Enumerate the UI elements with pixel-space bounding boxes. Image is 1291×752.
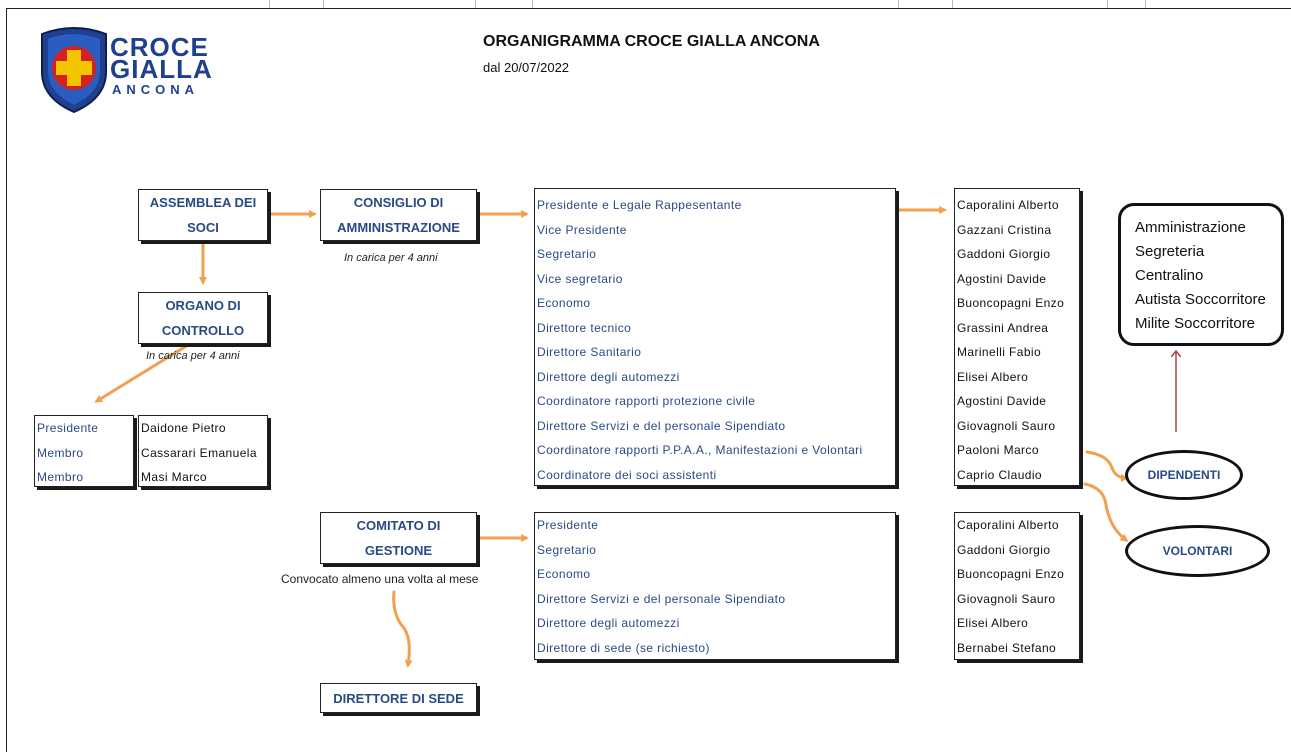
grid-tick (475, 0, 476, 8)
node-assemblea-line1: ASSEMBLEA DEI (149, 195, 257, 210)
consiglio-member-row: Grassini Andrea (957, 320, 1049, 335)
comitato-member-row: Bernabei Stefano (957, 640, 1057, 655)
consiglio-role-row: Economo (537, 296, 591, 310)
croce-gialla-logo: CROCE GIALLA ANCONA (34, 24, 224, 114)
grid-tick (1107, 0, 1108, 8)
staff-area-item: Segreteria (1135, 243, 1205, 260)
staff-area-item: Amministrazione (1135, 219, 1246, 236)
page-subtitle: dal 20/07/2022 (483, 60, 570, 75)
shield-cross-icon (41, 27, 107, 114)
comitato-member-row: Gaddoni Giorgio (957, 542, 1051, 557)
consiglio-role-row: Direttore Sanitario (537, 345, 642, 359)
node-assemblea-line2: SOCI (187, 220, 219, 235)
grid-tick (532, 0, 533, 8)
comitato-role-row: Presidente (537, 518, 599, 532)
grid-tick (952, 0, 953, 8)
comitato-member-row: Elisei Albero (957, 616, 1029, 630)
consiglio-member-row: Buoncopagni Enzo (957, 296, 1065, 310)
consiglio-role-row: Coordinatore dei soci assistenti (537, 467, 717, 482)
group-dipendenti-label: DIPENDENTI (1147, 468, 1221, 482)
logo-text-gialla: GIALLA (110, 54, 213, 84)
comitato-member-row: Caporalini Alberto (957, 518, 1059, 532)
consiglio-member-row: Agostini Davide (957, 271, 1047, 286)
consiglio-role-row: Coordinatore rapporti protezione civile (537, 394, 756, 408)
consiglio-role-row: Segretario (537, 247, 597, 261)
comitato-role-row: Segretario (537, 542, 597, 557)
consiglio-member-row: Elisei Albero (957, 369, 1029, 384)
comitato-member-row: Buoncopagni Enzo (957, 567, 1065, 581)
consiglio-member-row: Marinelli Fabio (957, 345, 1042, 359)
node-consiglio-line1: CONSIGLIO DI (353, 195, 444, 210)
consiglio-member-row: Giovagnoli Sauro (957, 418, 1056, 433)
consiglio-member-row: Caprio Claudio (957, 467, 1042, 482)
node-direttore-di-sede[interactable]: DIRETTORE DI SEDE (320, 683, 477, 713)
consiglio-role-row: Direttore Servizi e del personale Sipend… (537, 418, 786, 433)
logo-text-croce: CROCE (110, 32, 209, 62)
node-organo-line2: CONTROLLO (161, 323, 245, 338)
staff-area-item: Milite Soccorritore (1135, 315, 1256, 332)
node-organo-line1: ORGANO DI (165, 298, 241, 313)
logo-text-ancona: ANCONA (112, 82, 200, 97)
node-organo-di-controllo[interactable]: ORGANO DI CONTROLLO (138, 292, 268, 344)
organo-member-row: Cassarari Emanuela (141, 445, 257, 460)
node-comitato-line2: GESTIONE (364, 543, 433, 558)
consiglio-role-row: Direttore degli automezzi (537, 369, 680, 384)
group-volontari[interactable]: VOLONTARI (1125, 525, 1270, 577)
consiglio-member-row: Gazzani Cristina (957, 222, 1052, 237)
comitato-role-row: Economo (537, 567, 591, 581)
consiglio-member-row: Gaddoni Giorgio (957, 247, 1051, 261)
grid-tick (323, 0, 324, 8)
grid-tick (269, 0, 270, 8)
staff-area-item: Centralino (1135, 267, 1204, 284)
consiglio-role-row: Vice segretario (537, 271, 623, 286)
consiglio-term-note: In carica per 4 anni (344, 252, 438, 264)
comitato-role-row: Direttore Servizi e del personale Sipend… (537, 591, 786, 606)
consiglio-member-row: Paoloni Marco (957, 443, 1039, 457)
organo-term-note: In carica per 4 anni (146, 350, 240, 362)
node-consiglio-line2: AMMINISTRAZIONE (337, 220, 460, 235)
group-volontari-label: VOLONTARI (1162, 544, 1233, 558)
organo-role-row: Presidente (37, 421, 99, 435)
organo-role-row: Membro (37, 445, 84, 460)
node-direttore-label: DIRETTORE DI SEDE (333, 690, 464, 706)
consiglio-role-row: Presidente e Legale Rappesentante (537, 198, 742, 212)
consiglio-member-row: Agostini Davide (957, 394, 1047, 408)
node-comitato-line1: COMITATO DI (356, 518, 441, 533)
group-dipendenti[interactable]: DIPENDENTI (1125, 450, 1243, 500)
consiglio-role-row: Vice Presidente (537, 222, 627, 237)
page-title: ORGANIGRAMMA CROCE GIALLA ANCONA (483, 33, 820, 50)
staff-area-item: Autista Soccorritore (1135, 291, 1266, 308)
node-assemblea-dei-soci[interactable]: ASSEMBLEA DEI SOCI (138, 189, 268, 241)
grid-tick (898, 0, 899, 8)
organo-member-row: Masi Marco (141, 470, 208, 484)
comitato-role-row: Direttore di sede (se richiesto) (537, 640, 710, 655)
consiglio-role-row: Direttore tecnico (537, 320, 632, 335)
comitato-frequency-note: Convocato almeno una volta al mese (281, 572, 479, 586)
page-frame (6, 8, 1291, 752)
comitato-role-row: Direttore degli automezzi (537, 616, 680, 630)
consiglio-member-row: Caporalini Alberto (957, 198, 1059, 212)
node-consiglio-di-amministrazione[interactable]: CONSIGLIO DI AMMINISTRAZIONE (320, 189, 477, 241)
node-comitato-di-gestione[interactable]: COMITATO DI GESTIONE (320, 512, 477, 564)
consiglio-role-row: Coordinatore rapporti P.P.A.A., Manifest… (537, 443, 863, 457)
grid-tick (1145, 0, 1146, 8)
organo-member-row: Daidone Pietro (141, 421, 226, 435)
comitato-member-row: Giovagnoli Sauro (957, 591, 1056, 606)
organo-role-row: Membro (37, 470, 84, 484)
